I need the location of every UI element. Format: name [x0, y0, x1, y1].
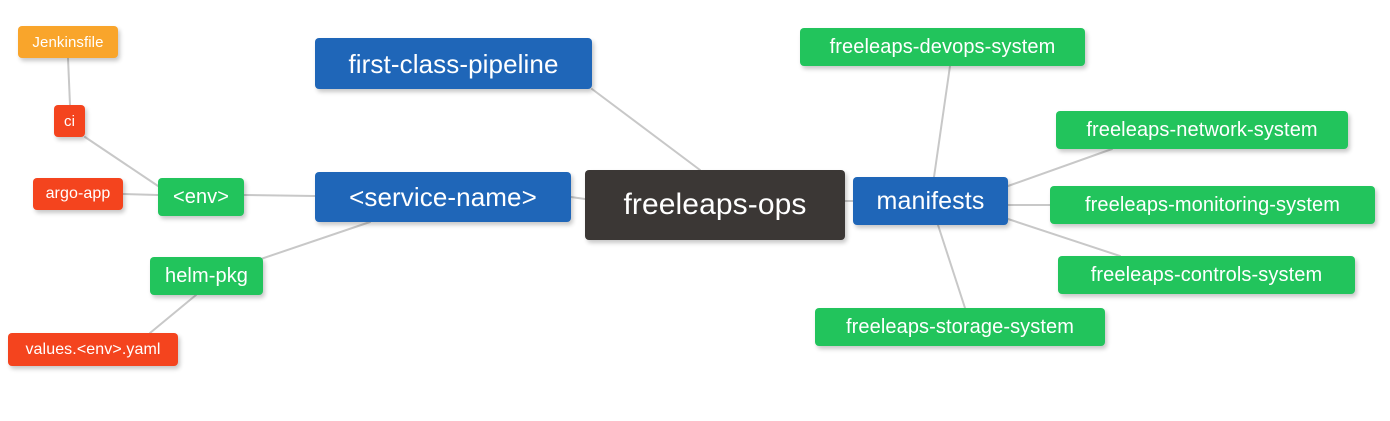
edge-manifests-to-freeleaps-network-system	[1007, 148, 1113, 187]
node-jenkinsfile[interactable]: Jenkinsfile	[18, 26, 118, 58]
edge-manifests-to-freeleaps-controls-system	[1007, 218, 1121, 257]
node-env[interactable]: <env>	[158, 178, 244, 216]
edge-first-class-pipeline-to-freeleaps-ops	[591, 88, 701, 171]
node-freeleaps-network-system[interactable]: freeleaps-network-system	[1056, 111, 1348, 149]
node-manifests[interactable]: manifests	[853, 177, 1008, 225]
edge-argo-app-to-env	[122, 193, 159, 196]
node-helm-pkg[interactable]: helm-pkg	[150, 257, 263, 295]
node-service-name[interactable]: <service-name>	[315, 172, 571, 222]
node-freeleaps-storage-system[interactable]: freeleaps-storage-system	[815, 308, 1105, 346]
edge-manifests-to-freeleaps-devops-system	[933, 65, 951, 178]
node-freeleaps-monitoring-system[interactable]: freeleaps-monitoring-system	[1050, 186, 1375, 224]
node-freeleaps-controls-system[interactable]: freeleaps-controls-system	[1058, 256, 1355, 294]
edge-manifests-to-freeleaps-storage-system	[937, 224, 966, 309]
node-first-class-pipeline[interactable]: first-class-pipeline	[315, 38, 592, 89]
node-argo-app[interactable]: argo-app	[33, 178, 123, 210]
edge-helm-pkg-to-service-name	[251, 221, 371, 263]
node-ci[interactable]: ci	[54, 105, 85, 137]
edge-service-name-to-freeleaps-ops	[570, 196, 586, 200]
edge-env-to-service-name	[243, 194, 316, 197]
edge-values-env-yaml-to-helm-pkg	[149, 294, 197, 334]
node-freeleaps-devops-system[interactable]: freeleaps-devops-system	[800, 28, 1085, 66]
node-freeleaps-ops[interactable]: freeleaps-ops	[585, 170, 845, 240]
node-values-env-yaml[interactable]: values.<env>.yaml	[8, 333, 178, 366]
edge-jenkinsfile-to-ci	[67, 57, 71, 106]
